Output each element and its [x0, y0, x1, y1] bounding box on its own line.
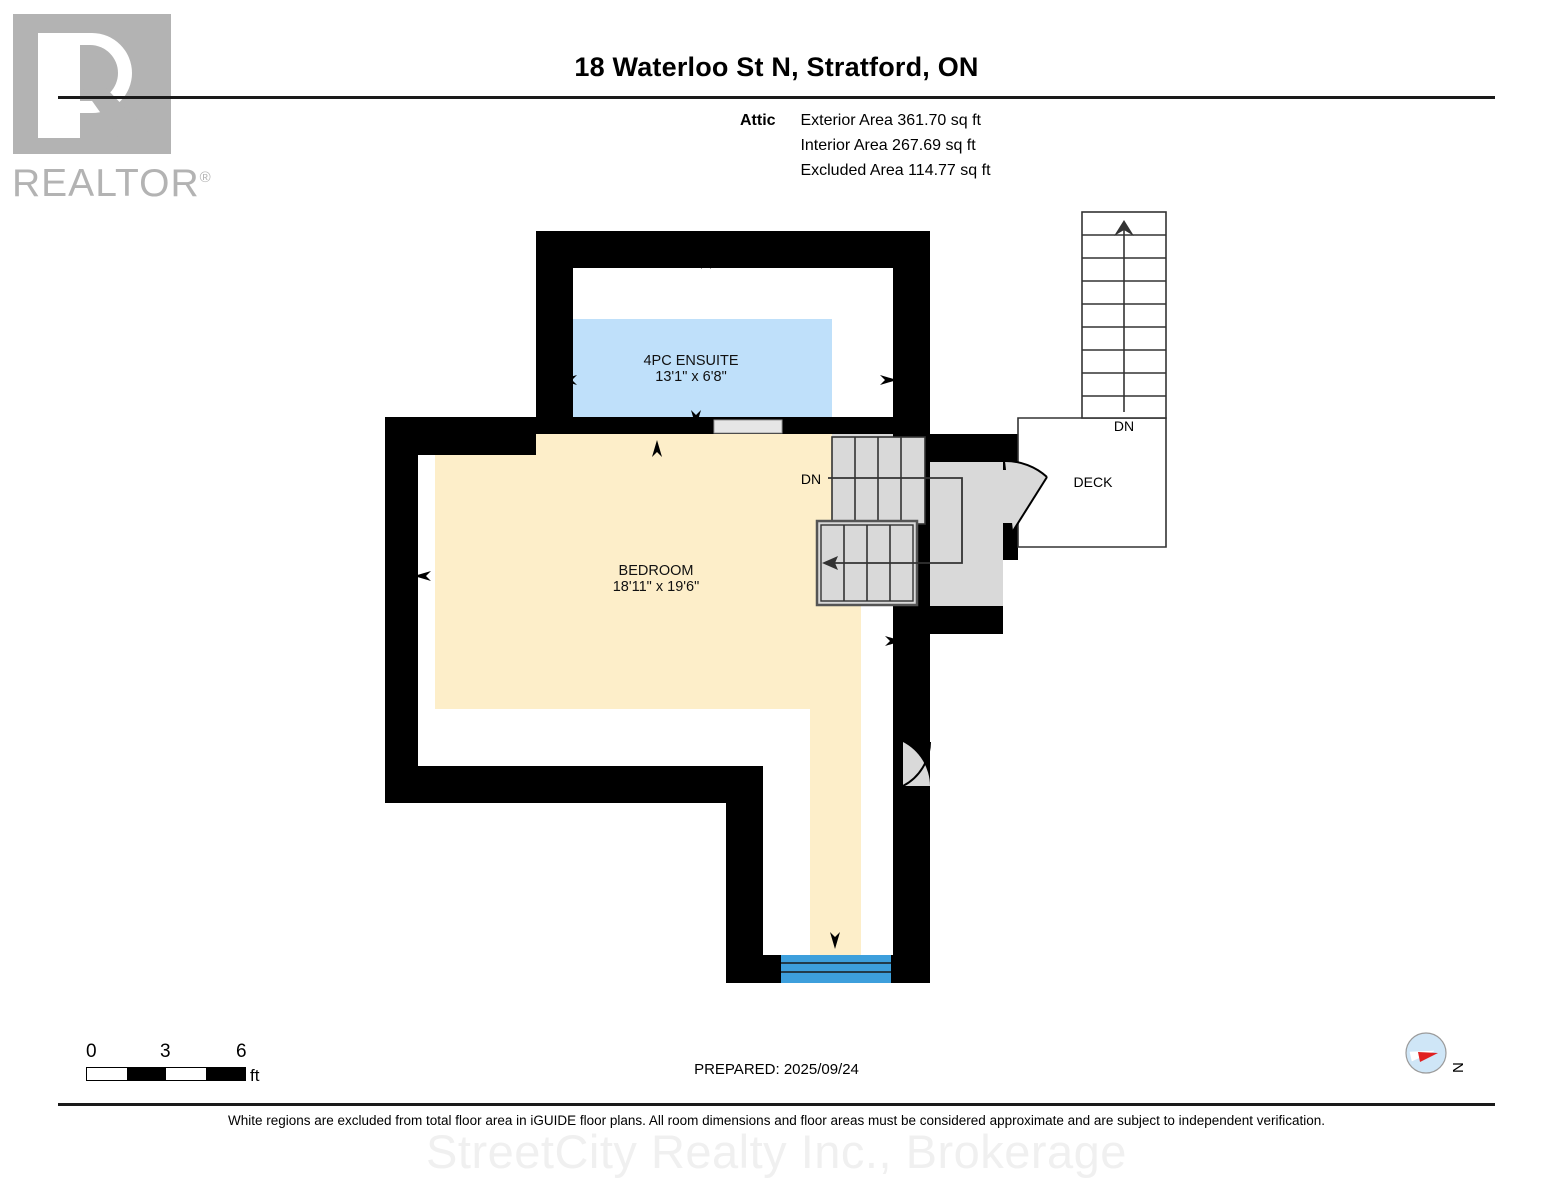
- interior-stair-dn-label: DN: [801, 471, 821, 487]
- floor-label: Attic: [740, 112, 776, 129]
- scale-bar: [86, 1067, 246, 1081]
- page-title: 18 Waterloo St N, Stratford, ON: [574, 52, 979, 82]
- interior-staircase: [815, 436, 963, 607]
- ensuite-room-name: 4PC ENSUITE: [643, 353, 738, 369]
- area-summary: Attic Exterior Area 361.70 sq ft Interio…: [740, 108, 991, 183]
- scale-tick-3: 3: [160, 1041, 171, 1062]
- area-row-exterior: Attic Exterior Area 361.70 sq ft: [740, 108, 991, 133]
- wall-stair-right-jog-2: [1003, 523, 1018, 560]
- wall-tail-right: [893, 606, 930, 983]
- scale-unit-label: ft: [250, 1066, 260, 1085]
- compass-rose: [1405, 1032, 1447, 1074]
- realtor-r-stem: [38, 33, 80, 138]
- scale-tick-6: 6: [236, 1041, 247, 1062]
- realtor-logo-mark: [13, 14, 171, 154]
- wall-ensuite-block: [536, 231, 930, 434]
- bedroom-room-dimensions: 18'11" x 19'6": [613, 579, 700, 595]
- wall-tail-left: [726, 766, 763, 983]
- scale-segment-1: [87, 1068, 127, 1080]
- scale-segment-2: [126, 1068, 166, 1080]
- area-row-excluded: Excluded Area 114.77 sq ft: [740, 158, 991, 183]
- scale-segment-3: [166, 1068, 206, 1080]
- deck-door: [1004, 459, 1048, 532]
- area-row-interior: Interior Area 267.69 sq ft: [740, 133, 991, 158]
- footer-divider: [58, 1103, 1495, 1106]
- exterior-area-value: Exterior Area 361.70 sq ft: [800, 112, 981, 129]
- door-ensuite-threshold: [713, 419, 783, 434]
- bedroom-room-name: BEDROOM: [619, 563, 694, 579]
- exterior-stair-dn-label: DN: [1114, 418, 1134, 434]
- disclaimer-text: White regions are excluded from total fl…: [227, 1113, 1326, 1128]
- exterior-staircase: [1081, 211, 1167, 419]
- scale-tick-0: 0: [86, 1041, 97, 1062]
- compass-north-label: N: [1448, 1062, 1466, 1073]
- interior-area-value: Interior Area 267.69 sq ft: [800, 137, 976, 154]
- side-door: [902, 741, 931, 787]
- window-bay-bottom: [781, 955, 891, 983]
- prepared-date: PREPARED: 2025/09/24: [694, 1061, 859, 1078]
- scale-segment-4: [205, 1068, 245, 1080]
- ensuite-room-dimensions: 13'1" x 6'8": [655, 369, 726, 385]
- room-fill-ensuite: [569, 319, 832, 431]
- deck-label: DECK: [1074, 474, 1114, 490]
- realtor-wordmark: REALTOR®: [12, 162, 212, 206]
- realtor-wordmark-text: REALTOR: [12, 162, 200, 205]
- title-divider: [58, 96, 1495, 99]
- slope-arrow-markers: [414, 252, 902, 949]
- registered-mark: ®: [199, 169, 212, 186]
- excluded-area-value: Excluded Area 114.77 sq ft: [800, 162, 991, 179]
- realtor-logo: REALTOR®: [10, 14, 211, 205]
- room-fill-bedroom: [435, 434, 861, 966]
